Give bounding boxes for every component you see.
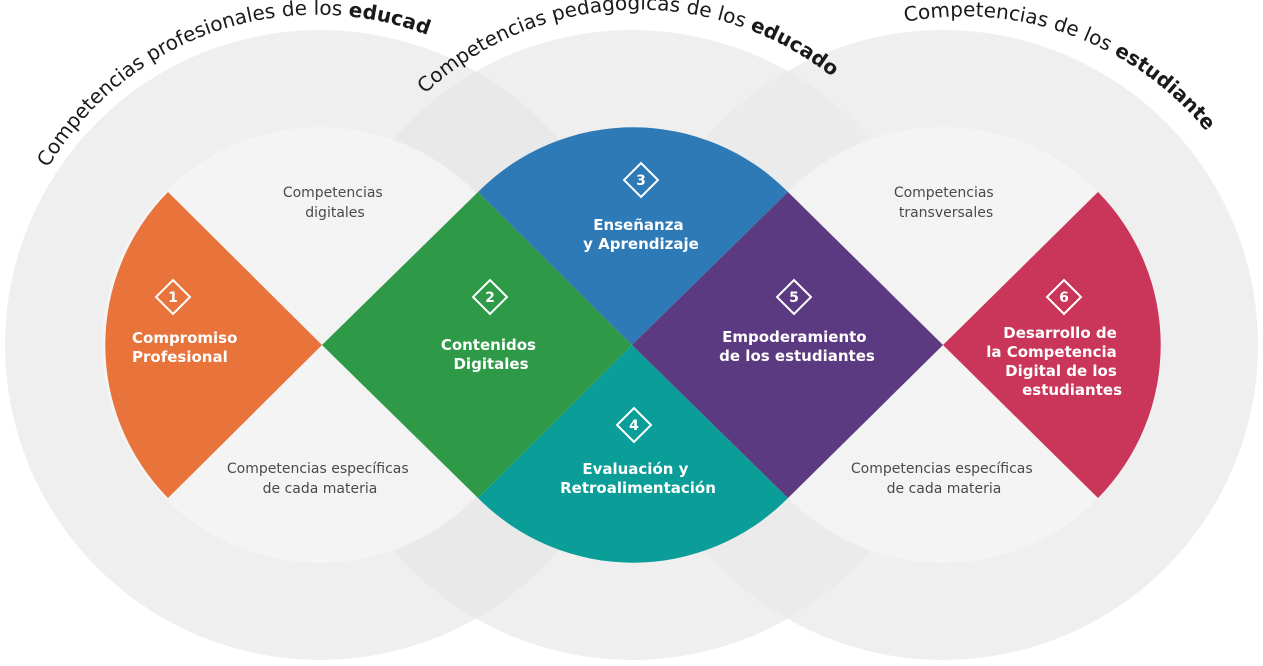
segments <box>105 127 1161 563</box>
badge-1: 1 <box>154 278 192 316</box>
segment-1-title: Compromiso Profesional <box>132 329 243 366</box>
badge-2: 2 <box>471 278 509 316</box>
badge-number-1: 1 <box>168 290 178 306</box>
segment-5-title: Empoderamiento de los estudiantes <box>719 328 875 365</box>
segment-2-title: Contenidos Digitales <box>441 336 541 373</box>
badge-6: 6 <box>1045 278 1083 316</box>
segment-6-title: Desarrollo de la Competencia Digital de … <box>986 324 1122 399</box>
segment-3-ensenanza[interactable] <box>478 127 788 345</box>
diamond-icon <box>622 161 660 199</box>
diamond-icon <box>775 278 813 316</box>
number-badges: 1 2 3 4 5 6 <box>154 161 1083 444</box>
badge-5: 5 <box>775 278 813 316</box>
diamond-icon <box>154 278 192 316</box>
diamond-icon <box>615 406 653 444</box>
segment-4-evaluacion[interactable] <box>478 345 788 563</box>
ring-labels: Competencias digitales Competencias espe… <box>227 185 1037 497</box>
badge-number-5: 5 <box>789 290 799 306</box>
segment-4-title: Evaluación y Retroalimentación <box>560 460 716 497</box>
badge-4: 4 <box>615 406 653 444</box>
segment-6-desarrollo[interactable] <box>943 192 1161 498</box>
label-competencias-digitales: Competencias digitales <box>283 185 387 221</box>
badge-number-4: 4 <box>629 418 639 434</box>
segment-3-title: Enseñanza y Aprendizaje <box>583 216 699 253</box>
badge-number-3: 3 <box>636 173 646 189</box>
diamond-icon <box>471 278 509 316</box>
segment-2-contenidos[interactable] <box>322 192 632 498</box>
label-especificas-right: Competencias específicas de cada materia <box>851 461 1037 497</box>
label-transversales: Competencias transversales <box>894 185 998 221</box>
segment-titles: Compromiso Profesional Contenidos Digita… <box>132 216 1122 497</box>
label-especificas-left: Competencias específicas de cada materia <box>227 461 413 497</box>
badge-number-2: 2 <box>485 290 495 306</box>
segment-5-empoderamiento[interactable] <box>632 192 943 498</box>
badge-number-6: 6 <box>1059 290 1069 306</box>
diamond-icon <box>1045 278 1083 316</box>
segment-1-compromiso[interactable] <box>105 192 322 498</box>
badge-3: 3 <box>622 161 660 199</box>
